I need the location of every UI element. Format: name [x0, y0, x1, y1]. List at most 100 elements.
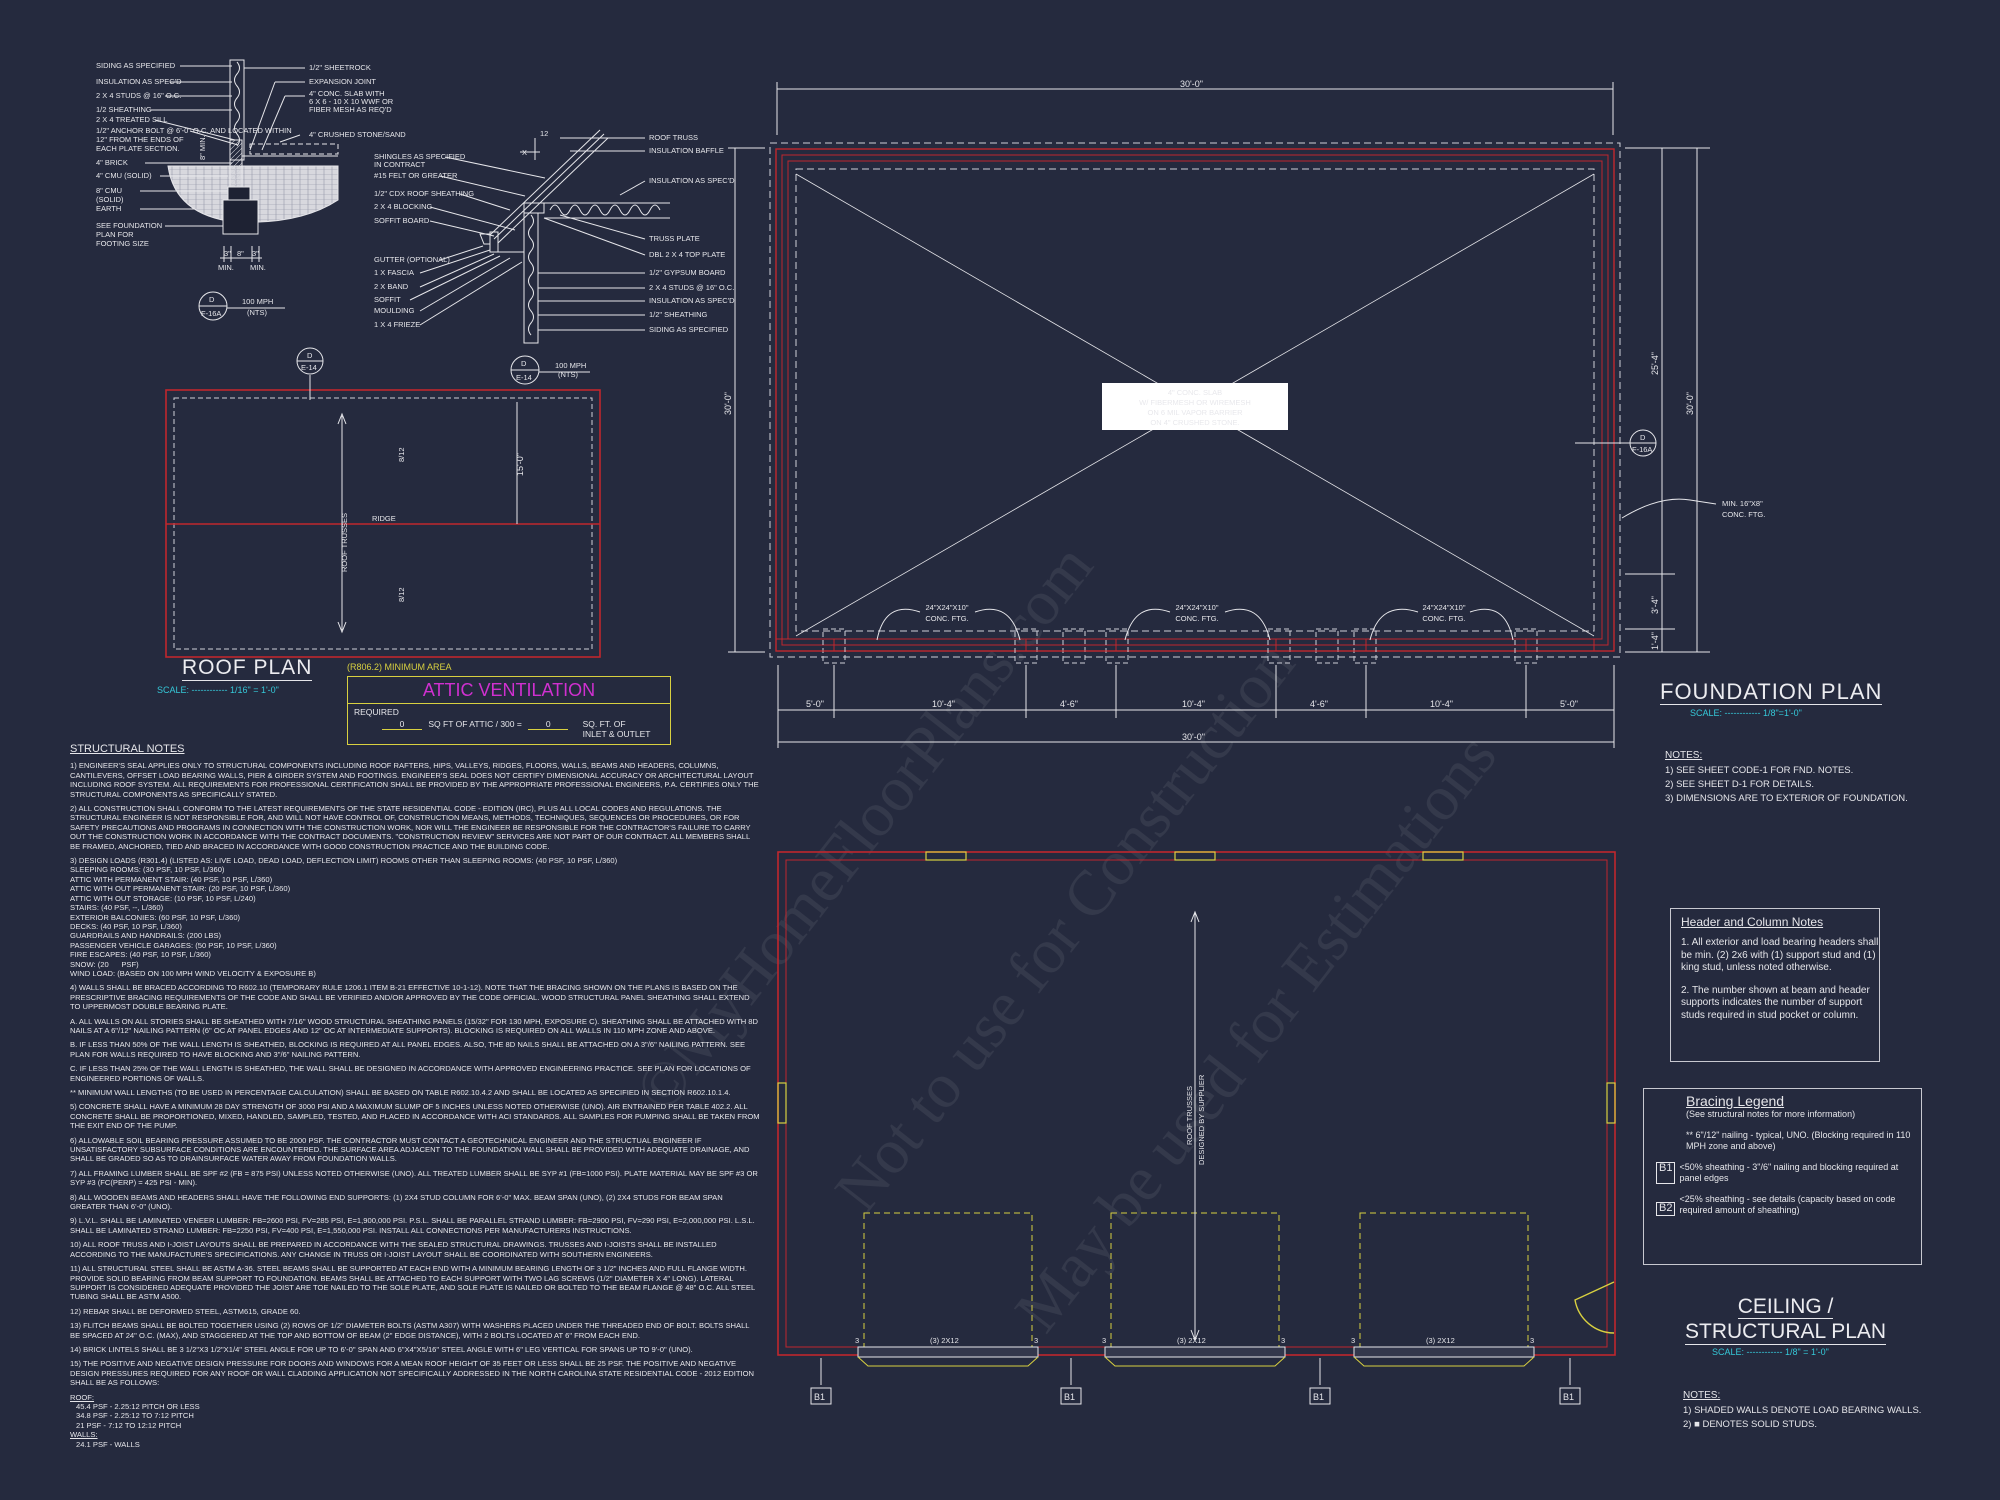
- note-3: 3) Design loads (R301.4) (listed as: liv…: [70, 856, 618, 978]
- detail-label: 2 x 4 studs @ 16" O.C.: [96, 91, 181, 100]
- detail-label: 4" CMU (solid): [96, 171, 152, 180]
- detail-label: 2 x 4 blocking: [374, 202, 433, 211]
- ceiling-note: 2) ■ denotes solid studs.: [1683, 1419, 1818, 1430]
- detail-label: 4" conc. slab with: [309, 89, 385, 98]
- ridge-label: Ridge: [372, 514, 396, 523]
- detail-tag-bottom: E-14: [301, 363, 317, 372]
- pitch-rise: 12: [540, 129, 548, 138]
- roof-plan: [165, 347, 601, 658]
- foundation-plan-labels: 30'-0" 30'-0" 25'-4" 3'-4" 1'-4" 30'-0" …: [723, 79, 1765, 742]
- walls-pressure-heading: Walls:: [70, 1430, 98, 1440]
- wall-detail-labels: Siding as specified Insulation as spec'd…: [96, 61, 406, 318]
- detail-label: 12" from the ends of: [96, 135, 184, 144]
- detail-tag-top: D: [209, 295, 215, 304]
- attic-text-1: SQ FT of attic / 300 =: [428, 719, 522, 729]
- bracing-legend-b2: <25% sheathing - see details (capacity b…: [1679, 1194, 1896, 1215]
- detail-tag-bottom: E-14: [516, 373, 532, 382]
- detail-label: (solid): [96, 195, 124, 204]
- foundation-note: 2) See sheet D-1 for details.: [1665, 779, 1815, 790]
- detail-label: 6 x 6 - 10 x 10 WWF or: [309, 97, 394, 106]
- pitch-label: 8/12: [397, 447, 406, 462]
- note-6: 6) Allowable soil bearing pressure assum…: [70, 1135, 750, 1164]
- detail-label: 4" brick: [96, 158, 128, 167]
- stud-count: 3: [1102, 1336, 1106, 1345]
- attic-value-1[interactable]: 0: [382, 719, 422, 730]
- detail-label: 2 x 4 studs @ 16" O.C.: [649, 283, 734, 292]
- note-1: 1) Engineer's seal applies only to struc…: [70, 761, 759, 799]
- dim-label: 10'-4": [1430, 699, 1453, 709]
- detail-label: 1/2" sheetrock: [309, 63, 371, 72]
- wind-speed: 100 MPH: [555, 361, 586, 370]
- detail-label: Shingles as specified: [374, 152, 466, 161]
- dim-label: 3": [252, 249, 259, 258]
- trusses-note: designed by supplier: [1197, 1074, 1206, 1165]
- stud-count: 3: [855, 1336, 859, 1345]
- detail-label: plan for: [96, 230, 134, 239]
- pitch-label: 8/12: [397, 587, 406, 602]
- wall-footing-detail: [140, 59, 339, 321]
- note-4: 4) Walls shall be braced according to R6…: [70, 983, 750, 1012]
- min-footing-label: conc. ftg.: [1722, 510, 1765, 519]
- roof-pressure-heading: Roof:: [70, 1392, 95, 1402]
- detail-label: 1/2" gypsum board: [649, 268, 726, 277]
- detail-tag-top: D: [1640, 433, 1646, 442]
- detail-label: DBL 2 x 4 top plate: [649, 250, 725, 259]
- note-12: 12) Rebar shall be deformed steel, ASTM6…: [70, 1306, 301, 1316]
- trusses-note: Roof trusses: [1185, 1086, 1194, 1145]
- footing-label: conc. ftg.: [1422, 614, 1465, 623]
- nts-label: (NTS): [247, 308, 267, 317]
- structural-notes: Structural Notes 1) Engineer's seal appl…: [70, 743, 760, 1449]
- bracing-legend-b1: <50% sheathing - 3"/6" nailing and block…: [1679, 1162, 1899, 1183]
- bracing-code-b2: B2: [1656, 1202, 1676, 1216]
- detail-label: 1 x 4 frieze: [374, 320, 420, 329]
- note-14: 14) Brick lintels shall be 3 1/2"x3 1/2"…: [70, 1344, 693, 1354]
- dim-label: 15'-0": [515, 453, 525, 476]
- slab-note: on 6 mil vapor barrier: [1147, 408, 1243, 417]
- bracing-marker: B1: [1064, 1392, 1075, 1402]
- detail-label: 4" crushed stone/sand: [309, 130, 406, 139]
- eave-detail: [409, 129, 670, 385]
- attic-text-2: inlet & outlet: [582, 729, 651, 739]
- dim-label: 30'-0": [1182, 732, 1205, 742]
- footing-label: 24"x24"x10": [1422, 603, 1465, 612]
- foundation-plan-title: Foundation Plan: [1660, 679, 1883, 705]
- roof-pressure-line: 34.8 PSF - 2.25:12 to 7:12 pitch: [76, 1411, 194, 1421]
- dim-label: 8" MIN.: [198, 135, 207, 160]
- roof-plan-labels: Ridge Roof trusses 8/12 8/12 15'-0" D E-…: [301, 351, 525, 602]
- attic-ventilation-title: Attic Ventilation: [348, 677, 670, 704]
- attic-code-label: (R806.2) Minimum Area: [347, 662, 452, 672]
- detail-label: #15 felt or greater: [374, 171, 458, 180]
- structural-notes-heading: Structural Notes: [70, 743, 185, 755]
- ceiling-title-line-1: Ceiling /: [1737, 1295, 1834, 1319]
- detail-label: Moulding: [374, 306, 415, 315]
- pitch-run: X: [522, 148, 527, 157]
- bracing-marker: B1: [1313, 1392, 1324, 1402]
- attic-value-2[interactable]: 0: [528, 719, 569, 730]
- dim-label: 10'-4": [1182, 699, 1205, 709]
- note-4d: ** Minimum wall lengths (to be used in p…: [70, 1088, 731, 1097]
- foundation-plan: [728, 82, 1717, 748]
- bracing-legend-typical: ** 6"/12" nailing - typical, UNO. (Block…: [1686, 1130, 1911, 1151]
- stud-count: 3: [1530, 1336, 1534, 1345]
- ceiling-title-line-2: Structural Plan: [1685, 1320, 1887, 1345]
- header-column-notes-heading: Header and Column Notes: [1681, 915, 1824, 929]
- detail-label: Earth: [96, 204, 121, 213]
- note-7: 7) All framing lumber shall be SPF #2 (F…: [70, 1168, 758, 1188]
- ceiling-note: 1) Shaded walls denote load bearing wall…: [1683, 1405, 1922, 1416]
- header-label: (3) 2x12: [1426, 1336, 1455, 1345]
- detail-label: Roof truss: [649, 133, 698, 142]
- detail-tag-top: D: [307, 351, 313, 360]
- wind-speed: 100 MPH: [242, 297, 273, 306]
- detail-label: 2 x band: [374, 282, 409, 291]
- detail-tag-bottom: F-16A: [201, 309, 221, 318]
- bracing-marker: B1: [1563, 1392, 1574, 1402]
- detail-label: Gutter (optional): [374, 255, 450, 264]
- detail-label: Insulation baffle: [649, 146, 724, 155]
- stud-count: 3: [1281, 1336, 1285, 1345]
- detail-label: Soffit board: [374, 216, 430, 225]
- slab-note: w/ fibermesh or wiremesh: [1139, 398, 1251, 407]
- detail-label: Insulation as spec'd: [96, 77, 182, 86]
- note-4a: a. All walls on all stories shall be she…: [70, 1016, 759, 1035]
- dim-label: 4'-6": [1060, 699, 1078, 709]
